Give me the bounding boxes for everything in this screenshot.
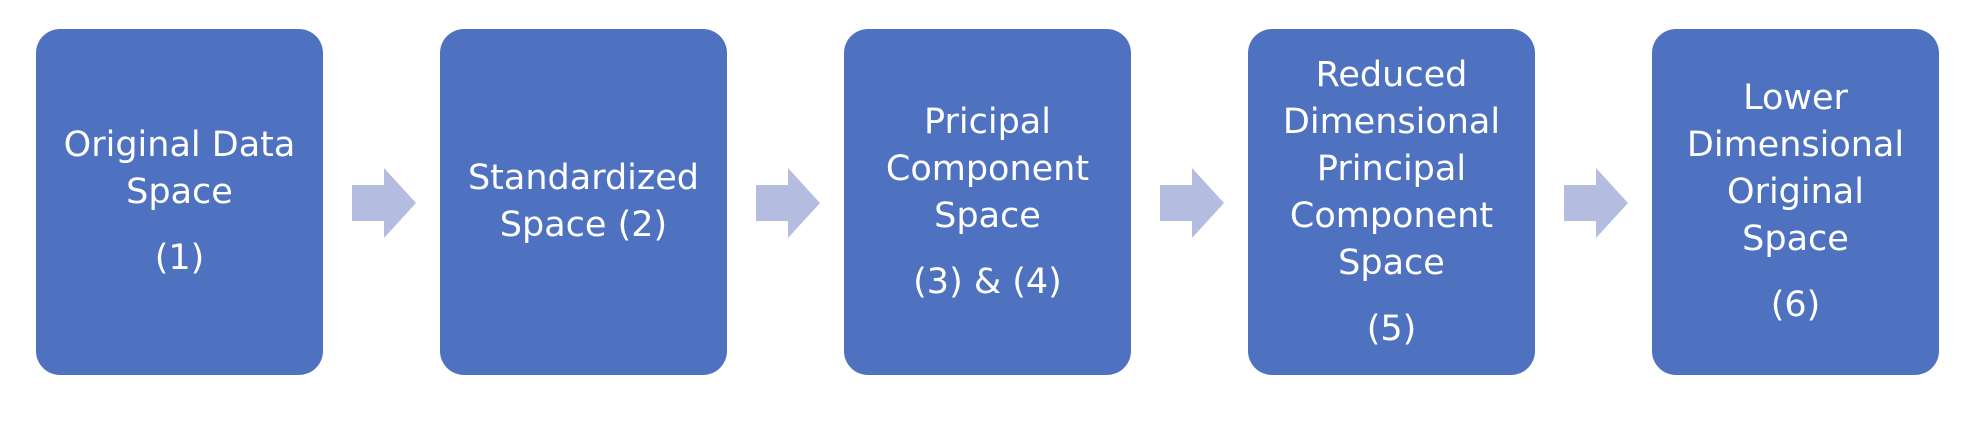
- step-title-line: Lower: [1743, 78, 1848, 118]
- step-title: Lower Dimensional Original Space: [1687, 75, 1904, 263]
- step-title-line: Pricipal: [924, 101, 1051, 142]
- step-title-line: Original: [1727, 172, 1864, 212]
- step-title: Pricipal Component Space: [886, 99, 1089, 240]
- step-title-line: Principal: [1316, 148, 1467, 189]
- arrow-shape: [1160, 168, 1224, 238]
- arrow-shape: [1564, 168, 1628, 238]
- step-title-line: Space (2): [499, 205, 668, 245]
- step-number: (1): [154, 238, 205, 278]
- right-arrow-icon: [1564, 168, 1628, 238]
- right-arrow-icon: [352, 168, 416, 238]
- step-box-original-data-space: Original Data Space (1): [36, 29, 323, 375]
- step-box-standardized-space: Standardized Space (2): [440, 29, 727, 375]
- step-title-line: Dimensional: [1282, 101, 1501, 142]
- step-title-line: Space: [126, 172, 233, 212]
- step-number: (6): [1770, 285, 1821, 325]
- arrow-shape: [352, 168, 416, 238]
- arrow-shape: [756, 168, 820, 238]
- step-title-line: Component: [885, 148, 1090, 189]
- step-title-line: Component: [1289, 195, 1494, 236]
- step-title-line: Space: [1742, 219, 1849, 259]
- step-box-principal-component-space: Pricipal Component Space (3) & (4): [844, 29, 1131, 375]
- step-title: Reduced Dimensional Principal Component …: [1283, 52, 1500, 287]
- step-box-lower-dimensional-original-space: Lower Dimensional Original Space (6): [1652, 29, 1939, 375]
- step-title: Standardized Space (2): [468, 155, 699, 249]
- step-title-line: Space: [934, 195, 1041, 236]
- step-number: (3) & (4): [913, 261, 1062, 302]
- step-title-line: Space: [1338, 242, 1445, 283]
- right-arrow-icon: [756, 168, 820, 238]
- step-number: (5): [1366, 308, 1417, 349]
- step-title-line: Standardized: [467, 158, 700, 198]
- step-title-line: Dimensional: [1686, 125, 1905, 165]
- step-title-line: Reduced: [1315, 54, 1468, 95]
- right-arrow-icon: [1160, 168, 1224, 238]
- step-title: Original Data Space: [64, 122, 296, 216]
- step-title-line: Original Data: [63, 125, 296, 165]
- step-box-reduced-principal-component-space: Reduced Dimensional Principal Component …: [1248, 29, 1535, 375]
